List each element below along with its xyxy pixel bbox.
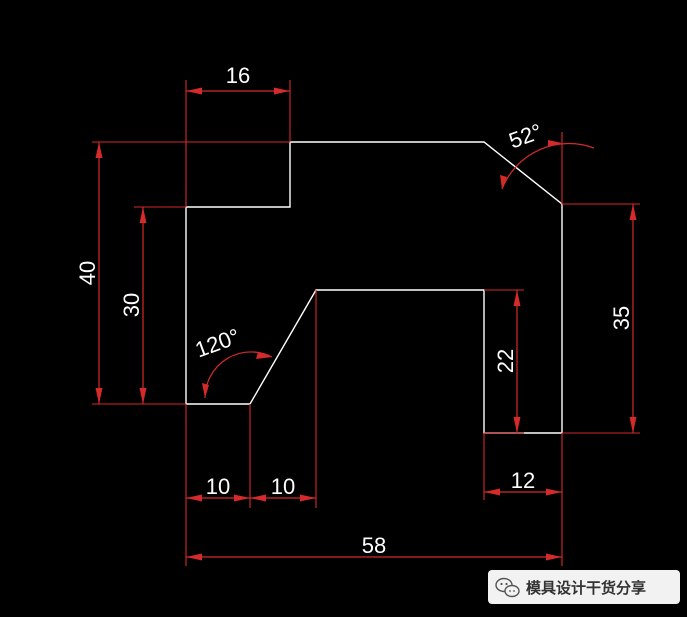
dim-text-12: 12 — [511, 468, 535, 493]
dim-right-height: 35 — [562, 203, 640, 434]
dim-text-35: 35 — [609, 306, 634, 330]
dim-left-inner-height: 30 — [119, 206, 186, 404]
dim-angle-120: 120° — [192, 323, 273, 399]
dim-overall-width: 58 — [186, 533, 562, 561]
dim-top-step-width: 16 — [185, 63, 291, 207]
dim-slot-depth: 22 — [484, 289, 524, 434]
dim-text-10-second: 10 — [271, 474, 295, 499]
dim-text-16: 16 — [226, 63, 250, 88]
dim-angle-52: 52° — [500, 119, 595, 204]
dim-text-22: 22 — [493, 349, 518, 373]
dim-text-52: 52° — [506, 119, 546, 154]
dim-text-120: 120° — [192, 323, 243, 362]
watermark-text: 模具设计干货分享 — [526, 579, 646, 597]
dim-bottom-left-widths: 10 10 — [185, 290, 317, 566]
watermark: 模具设计干货分享 — [488, 570, 680, 604]
dim-text-40: 40 — [75, 261, 100, 285]
dim-text-30: 30 — [119, 293, 144, 317]
dim-overall-height: 40 — [75, 141, 290, 405]
dim-text-10-first: 10 — [206, 474, 230, 499]
part-outline — [185, 141, 563, 434]
dim-text-58: 58 — [362, 533, 386, 558]
dim-right-foot-width: 12 — [483, 433, 563, 566]
wechat-icon — [495, 577, 520, 598]
